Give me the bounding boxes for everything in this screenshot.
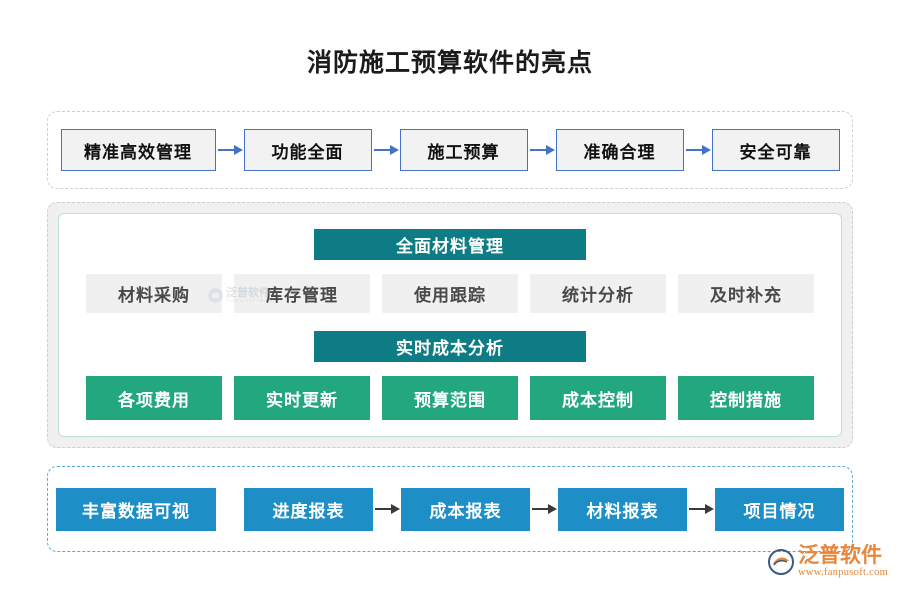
report-box-fengfu[interactable]: 丰富数据可视 [56, 487, 216, 531]
fanpu-logo-icon [768, 548, 794, 575]
report-box-cailiao[interactable]: 材料报表 [558, 487, 687, 531]
flow-box-anquan[interactable]: 安全可靠 [711, 129, 840, 171]
page-title: 消防施工预算软件的亮点 [306, 49, 593, 77]
group-heading-material: 全面材料管理 [314, 229, 586, 260]
chip-material-jishi[interactable]: 及时补充 [678, 274, 814, 313]
group-heading-cost: 实时成本分析 [314, 331, 586, 362]
chip-material-shiyong[interactable]: 使用跟踪 [382, 274, 518, 313]
logo-company-name: 泛普软件 [798, 544, 882, 567]
chip-material-caigou[interactable]: 材料采购 [86, 274, 222, 313]
arrow-right-icon [687, 502, 715, 516]
report-box-xiangmu[interactable]: 项目情况 [715, 487, 844, 531]
chip-cost-gexiang[interactable]: 各项费用 [86, 376, 222, 420]
flow-box-shigong[interactable]: 施工预算 [399, 129, 528, 171]
chip-cost-chengben[interactable]: 成本控制 [530, 376, 666, 420]
chip-material-tongji[interactable]: 统计分析 [530, 274, 666, 313]
bottom-flow-row: 丰富数据可视 进度报表 成本报表 材料报表 项目情况 [48, 487, 852, 531]
arrow-right-icon [372, 143, 400, 157]
bottom-flow-container: 丰富数据可视 进度报表 成本报表 材料报表 项目情况 [47, 466, 853, 552]
logo-text-group: 泛普软件 www.fanpusoft.com [798, 545, 888, 579]
top-flow-row: 精准高效管理 功能全面 施工预算 准确合理 安全可靠 [48, 129, 852, 171]
flow-box-jingzhun[interactable]: 精准高效管理 [60, 129, 216, 171]
cost-chip-row: 各项费用 实时更新 预算范围 成本控制 控制措施 [59, 376, 841, 420]
material-chip-row: 材料采购 库存管理 使用跟踪 统计分析 及时补充 [59, 274, 841, 313]
arrow-right-icon [216, 143, 244, 157]
arrow-right-icon [528, 143, 556, 157]
middle-card-container: 全面材料管理 材料采购 库存管理 使用跟踪 统计分析 及时补充 实时成本分析 各… [47, 202, 853, 448]
middle-card-inner: 全面材料管理 材料采购 库存管理 使用跟踪 统计分析 及时补充 实时成本分析 各… [58, 213, 842, 437]
report-box-jindu[interactable]: 进度报表 [244, 487, 373, 531]
arrow-right-icon [373, 502, 401, 516]
logo-website-url: www.fanpusoft.com [798, 567, 889, 578]
chip-material-kucun[interactable]: 库存管理 [234, 274, 370, 313]
brand-logo: 泛普软件 www.fanpusoft.com [768, 545, 888, 579]
flow-box-zhunque[interactable]: 准确合理 [555, 129, 684, 171]
chip-cost-kongzhi[interactable]: 控制措施 [678, 376, 814, 420]
chip-cost-shishi[interactable]: 实时更新 [234, 376, 370, 420]
report-box-chengben[interactable]: 成本报表 [401, 487, 530, 531]
arrow-right-icon [530, 502, 558, 516]
flow-box-gongneng[interactable]: 功能全面 [243, 129, 372, 171]
top-flow-container: 精准高效管理 功能全面 施工预算 准确合理 安全可靠 [47, 111, 853, 189]
chip-cost-yusuan[interactable]: 预算范围 [382, 376, 518, 420]
arrow-right-icon [684, 143, 712, 157]
